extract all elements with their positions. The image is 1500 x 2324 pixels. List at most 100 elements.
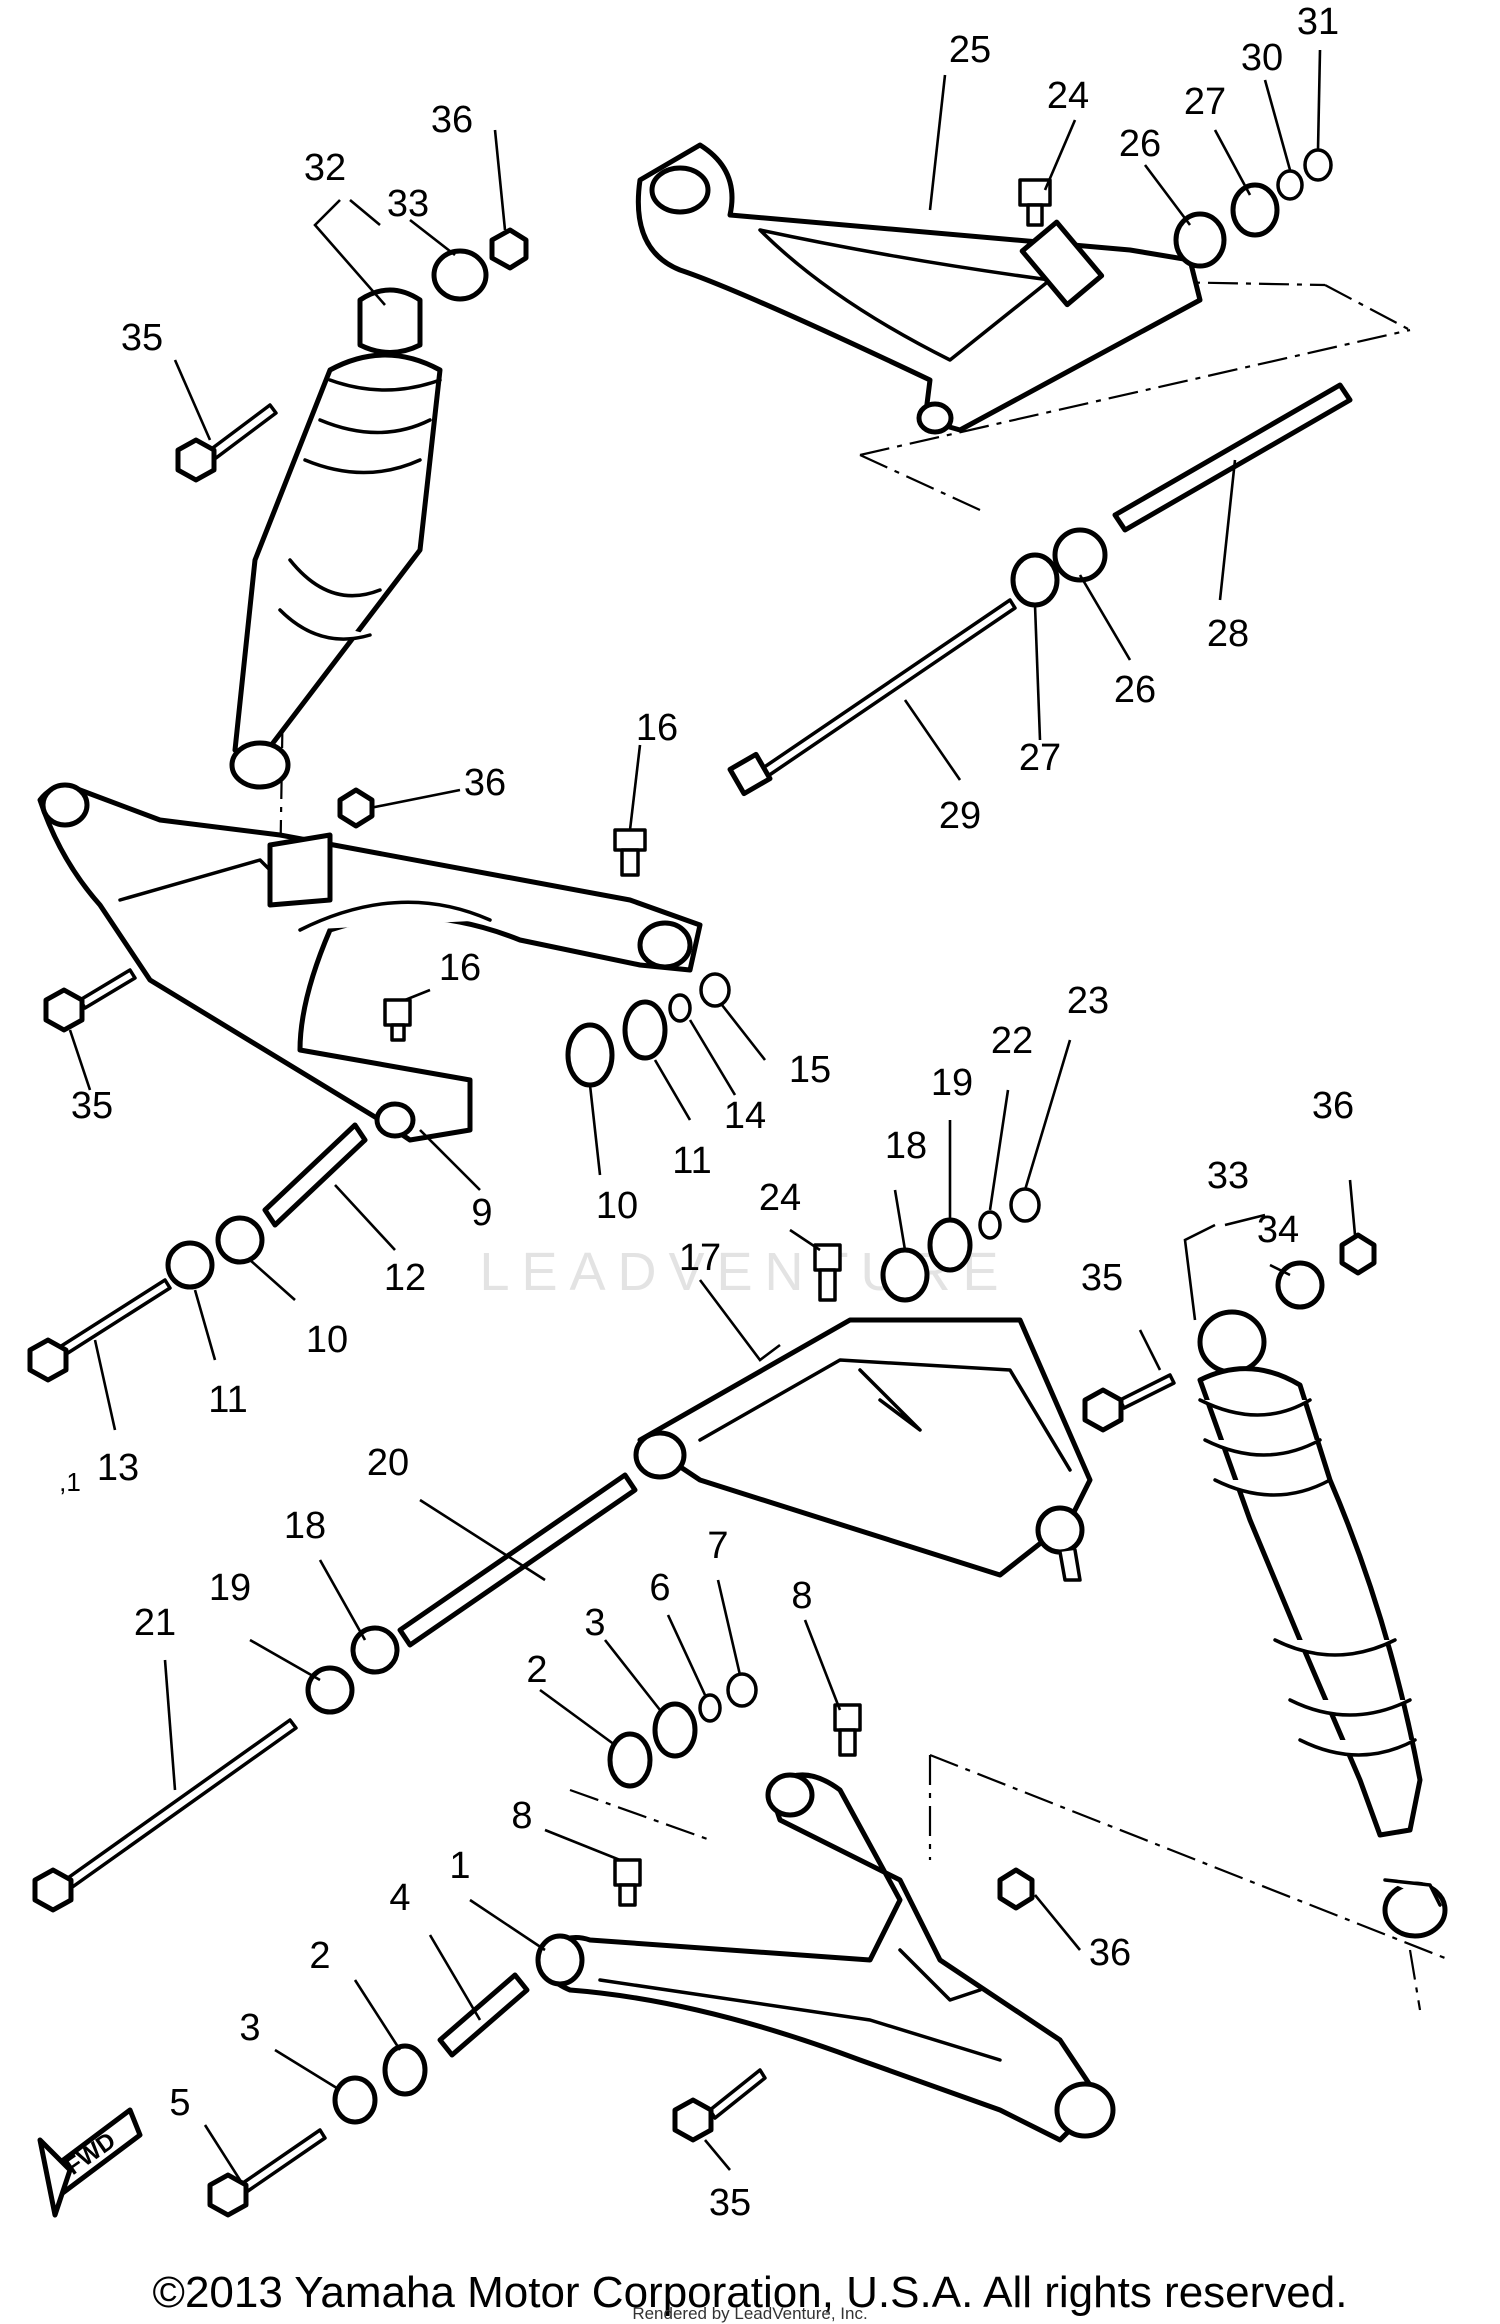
nut-7: [726, 1672, 758, 1708]
callout-33a: 32: [304, 147, 346, 189]
bolt-21: [32, 1718, 298, 1913]
nut-36-right: [1339, 1232, 1377, 1276]
callout-32: 24: [1047, 75, 1089, 117]
collar-4: [437, 1972, 530, 2058]
callout-35c: 35: [1081, 1257, 1123, 1299]
washer-14: [668, 993, 692, 1023]
bolt-35-upper-left: [175, 403, 278, 483]
washer-3-lower: [332, 2075, 378, 2125]
nut-23: [1009, 1187, 1041, 1223]
callout-11a: 11: [672, 1140, 711, 1182]
grease-nipple-8-a: [833, 1703, 862, 1757]
callout-29: 29: [939, 795, 981, 837]
lower-arm-1: [535, 1772, 1116, 2143]
grease-nipple-24: [813, 1243, 842, 1302]
upper-arm-25: [635, 142, 1203, 435]
copyright-notice: ©2013 Yamaha Motor Corporation, U.S.A. A…: [152, 2268, 1348, 2317]
callout-6: 6: [649, 1567, 670, 1609]
callout-26: 26: [1119, 123, 1161, 165]
nut-36-bottom: [997, 1867, 1035, 1911]
callout-22: 22: [991, 1020, 1033, 1062]
callout-27b: 27: [1019, 737, 1061, 779]
washer-3-upper: [652, 1701, 698, 1759]
nut-36-middle: [337, 787, 375, 829]
fwd-arrow: FWD: [37, 2107, 143, 2218]
washer-27-lower: [1010, 552, 1060, 608]
callouts: 25 24 26 27 30 31 28 26 27 29 32 33 36 3…: [59, 1, 1354, 2224]
callout-11b: 11: [208, 1379, 247, 1421]
collar-12: [262, 1122, 368, 1228]
callout-27: 27: [1184, 81, 1226, 123]
washer-6: [698, 1693, 722, 1723]
washer-19-left: [305, 1665, 355, 1715]
callout-19b: 19: [209, 1567, 251, 1609]
callout-19a: 19: [931, 1062, 973, 1104]
bolt-5: [207, 2128, 327, 2218]
grease-nipple-16-b: [383, 998, 412, 1042]
grease-nipple-8-b: [613, 1858, 642, 1907]
washer-11-left: [165, 1240, 215, 1290]
bolt-35-middle: [43, 968, 137, 1033]
callout-36b: 36: [464, 762, 506, 804]
bolt-35-right: [1082, 1373, 1176, 1433]
stray-mark: ,1: [59, 1467, 81, 1497]
callout-2b: 2: [309, 1935, 330, 1977]
callout-8b: 8: [511, 1795, 532, 1837]
bushing-2-lower: [382, 2043, 428, 2097]
collar-20: [397, 1472, 638, 1648]
callout-10a: 10: [596, 1185, 638, 1227]
callout-16b: 16: [439, 947, 481, 989]
callout-17: 17: [679, 1237, 721, 1279]
callout-13: 13: [97, 1447, 139, 1489]
nut-36-upper-left: [489, 227, 529, 271]
grease-nipple-16-a: [613, 828, 647, 877]
nut-15: [699, 972, 731, 1008]
callout-36d: 36: [1089, 1932, 1131, 1974]
callout-10b: 10: [306, 1319, 348, 1361]
callout-2a: 2: [526, 1649, 547, 1691]
bushing-set-upper: [1173, 148, 1333, 269]
collar-28: [1112, 382, 1353, 533]
rendered-by-credit: Rendered by LeadVenture, Inc.: [632, 2304, 868, 2323]
callout-7: 7: [707, 1525, 728, 1567]
callout-35a: 35: [121, 317, 163, 359]
callout-20: 20: [367, 1442, 409, 1484]
callout-16a: 16: [636, 707, 678, 749]
bolt-13: [27, 1278, 172, 1383]
callout-15: 15: [789, 1049, 831, 1091]
callout-8a: 8: [791, 1575, 812, 1617]
leader-lines: [68, 49, 1357, 2181]
bushing-18-right: [880, 1247, 930, 1303]
grease-nipple-32: [1018, 178, 1052, 227]
callout-9: 9: [471, 1192, 492, 1234]
callout-28: 28: [1207, 613, 1249, 655]
bushing-26-lower: [1052, 527, 1108, 583]
callout-34a: 33: [387, 183, 429, 225]
bolt-35-bottom: [672, 2068, 767, 2143]
upper-arm-17: [633, 1317, 1093, 1582]
bushing-2-upper: [607, 1731, 653, 1789]
callout-21: 21: [134, 1602, 176, 1644]
lower-arm-9: [37, 782, 703, 1143]
callout-18b: 18: [284, 1505, 326, 1547]
bolt-29: [727, 598, 1017, 797]
callout-3a: 3: [584, 1602, 605, 1644]
callout-1: 1: [449, 1845, 470, 1887]
callout-24: 24: [759, 1177, 801, 1219]
bushing-10-left: [215, 1215, 265, 1265]
washer-19-right: [927, 1217, 973, 1273]
callout-12: 12: [384, 1257, 426, 1299]
shock-absorber-right: [1197, 1309, 1448, 1939]
centerlines: [278, 278, 1451, 2011]
callout-18a: 18: [885, 1125, 927, 1167]
callout-14: 14: [724, 1095, 766, 1137]
callout-35b: 35: [71, 1085, 113, 1127]
shock-absorber-upper: [229, 287, 443, 790]
callout-26b: 26: [1114, 669, 1156, 711]
washer-11-right: [622, 999, 668, 1061]
callout-35d: 35: [709, 2182, 751, 2224]
callout-33b: 33: [1207, 1155, 1249, 1197]
callout-34b: 34: [1257, 1209, 1299, 1251]
bushing-18-left: [350, 1625, 400, 1675]
